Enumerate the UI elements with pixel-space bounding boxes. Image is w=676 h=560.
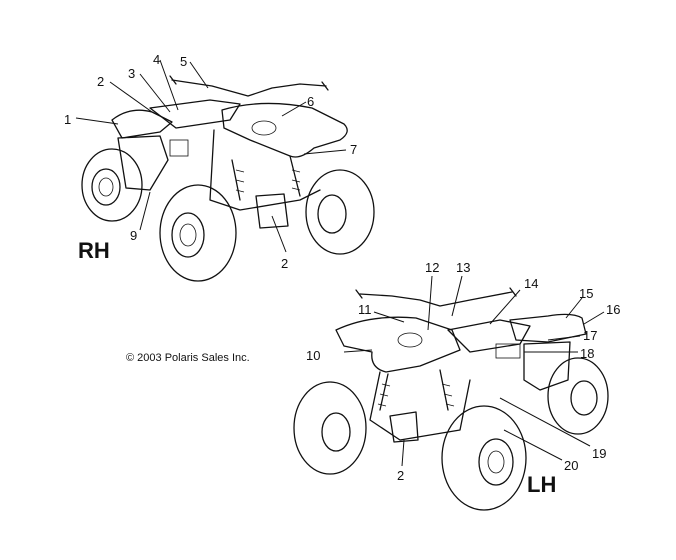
callout-20: 20 [564,458,578,473]
atv-right-side-view [81,75,375,282]
callout-17: 17 [583,328,597,343]
callout-5: 5 [180,54,187,69]
callout-16: 16 [606,302,620,317]
callout-11: 11 [358,302,372,317]
callout-1: 1 [64,112,71,127]
callout-9: 9 [130,228,137,243]
callout-12: 12 [425,260,439,275]
callout-14: 14 [524,276,538,291]
callout-19: 19 [592,446,606,461]
callout-18: 18 [580,346,594,361]
callout-4: 4 [153,52,160,67]
view-label-rh: RH [78,238,110,263]
rh-leader-lines [75,59,347,253]
callout-10: 10 [306,348,320,363]
callout-13: 13 [456,260,470,275]
callout-7: 7 [350,142,357,157]
lh-leader-lines [343,275,605,467]
callout-3: 3 [128,66,135,81]
callout-2-lh-bottom: 2 [397,468,404,483]
copyright-notice: © 2003 Polaris Sales Inc. [126,352,250,364]
callout-2: 2 [97,74,104,89]
callout-2-rh-bottom: 2 [281,256,288,271]
atv-left-side-view [293,287,609,511]
callout-15: 15 [579,286,593,301]
view-label-lh: LH [527,472,556,497]
callout-6: 6 [307,94,314,109]
